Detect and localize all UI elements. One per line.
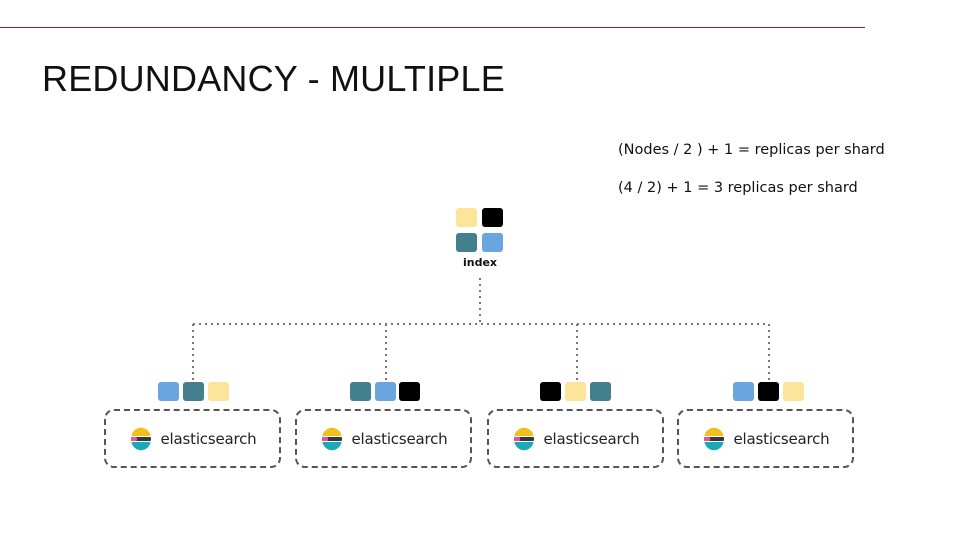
node-shard — [783, 382, 804, 401]
node-shard — [733, 382, 754, 401]
elasticsearch-logo-icon — [703, 427, 724, 450]
node-label: elasticsearch — [543, 429, 640, 448]
node-shard — [399, 382, 420, 401]
node-label: elasticsearch — [733, 429, 830, 448]
elasticsearch-node-3: elasticsearch — [487, 409, 664, 468]
node-label: elasticsearch — [351, 429, 448, 448]
node-shard — [208, 382, 229, 401]
slide-title: REDUNDANCY - MULTIPLE — [42, 58, 505, 99]
elasticsearch-logo-icon — [130, 427, 151, 450]
index-shard — [456, 233, 477, 252]
index-shard — [482, 233, 503, 252]
index-shard — [482, 208, 503, 227]
node-shard — [758, 382, 779, 401]
top-accent-rule — [0, 27, 865, 28]
node-shard — [565, 382, 586, 401]
node-shard — [375, 382, 396, 401]
formula-example: (4 / 2) + 1 = 3 replicas per shard — [618, 180, 858, 196]
node-label: elasticsearch — [160, 429, 257, 448]
index-label: index — [462, 256, 498, 269]
node-shard — [183, 382, 204, 401]
index-shard — [456, 208, 477, 227]
formula-general: (Nodes / 2 ) + 1 = replicas per shard — [618, 142, 885, 158]
elasticsearch-node-4: elasticsearch — [677, 409, 854, 468]
elasticsearch-logo-icon — [321, 427, 342, 450]
elasticsearch-logo-icon — [513, 427, 534, 450]
node-shard — [590, 382, 611, 401]
node-shard — [158, 382, 179, 401]
elasticsearch-node-2: elasticsearch — [295, 409, 472, 468]
elasticsearch-node-1: elasticsearch — [104, 409, 281, 468]
node-shard — [350, 382, 371, 401]
node-shard — [540, 382, 561, 401]
